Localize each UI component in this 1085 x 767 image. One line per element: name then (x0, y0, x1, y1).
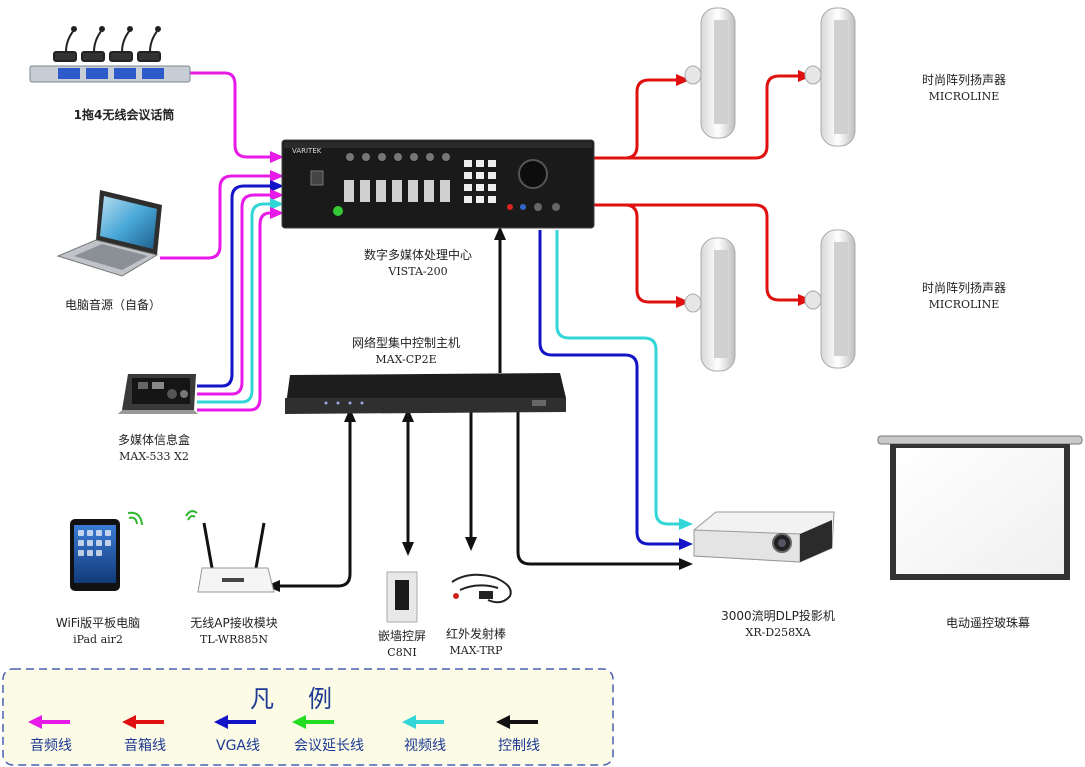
legend-label-control: 控制线 (498, 738, 540, 754)
label-ipad-name: WiFi版平板电脑 (55, 616, 141, 630)
legend-arrow-audio (28, 715, 42, 729)
mic-audio-line (190, 71, 272, 159)
wall-panel-icon (386, 571, 418, 623)
label-speakers-bottom-name: 时尚阵列扬声器 (921, 281, 1006, 295)
speaker-bottom-left (684, 237, 736, 372)
projection-screen (877, 435, 1083, 580)
arrow-infobox-vga (270, 180, 284, 192)
processor-video-to-projector (555, 230, 681, 526)
wireless-mic-system (29, 26, 191, 83)
label-ir-name: 红外发射棒 (445, 627, 506, 641)
mic-receiver-panel-3 (114, 68, 136, 79)
arrow-infobox-video (270, 198, 284, 210)
label-speakers-top-model: MICROLINE (928, 90, 1000, 103)
wifi-signal-icon (127, 510, 198, 526)
processor-brand: VARITEK (292, 147, 322, 155)
speaker-top-left (684, 7, 736, 139)
label-projector-model: XR-D258XA (745, 626, 811, 639)
arrow-controller-from-router (344, 408, 356, 422)
label-mic-name: 1拖4无线会议话筒 (73, 108, 175, 122)
label-controller-name: 网络型集中控制主机 (351, 336, 460, 350)
label-router-name: 无线AP接收模块 (190, 616, 278, 630)
legend-arrow-speaker (122, 715, 136, 729)
label-ir-model: MAX-TRP (449, 644, 503, 657)
processor-main-knob (518, 159, 548, 189)
processor-buttons (464, 160, 496, 203)
speaker-line-bot-1 (594, 203, 678, 304)
infobox-vga-line (197, 184, 272, 388)
label-panel-name: 嵌墙控屏 (377, 629, 426, 643)
mic-receiver-panel-4 (142, 68, 164, 79)
legend-arrow-control (496, 715, 510, 729)
legend-arrow-vga (214, 715, 228, 729)
label-laptop-name: 电脑音源（自备） (64, 298, 161, 312)
legend-title: 凡例 (250, 685, 366, 713)
processor-vga-to-projector (538, 230, 681, 546)
label-infobox-model: MAX-533 X2 (119, 450, 189, 463)
processor-knobs (346, 153, 450, 161)
connections (160, 71, 800, 588)
speaker-top-right (804, 7, 856, 147)
arrow-processor-control (494, 226, 506, 240)
ir-emitter-icon (451, 573, 512, 604)
infobox-icon (118, 374, 198, 414)
arrow-controller-from-panel (402, 408, 414, 422)
label-infobox-name: 多媒体信息盒 (117, 433, 190, 447)
arrow-speaker-bot-1 (676, 296, 690, 308)
legend-label-video: 视频线 (404, 738, 446, 754)
infobox-audio-line (197, 193, 272, 396)
arrow-infobox-audio (270, 189, 284, 201)
arrow-speaker-top-1 (676, 74, 690, 86)
arrow-infobox-audio-2 (270, 207, 284, 219)
arrow-ir (465, 537, 477, 551)
arrow-laptop-audio (270, 170, 284, 182)
laptop-icon (56, 190, 162, 277)
mic-receiver-body (29, 65, 191, 83)
legend-label-audio: 音频线 (30, 738, 72, 754)
legend-label-conference: 会议延长线 (294, 738, 364, 754)
router-icon (197, 522, 275, 593)
label-router-model: TL-WR885N (200, 633, 268, 646)
processor-faders (344, 180, 450, 202)
arrow-panel (402, 542, 414, 556)
speaker-line-top-1 (594, 78, 678, 160)
processor-unit: VARITEK (281, 139, 595, 229)
legend-arrow-video (402, 715, 416, 729)
label-screen-name: 电动遥控玻珠幕 (945, 616, 1030, 630)
label-speakers-top-name: 时尚阵列扬声器 (921, 73, 1006, 87)
label-speakers-bottom-model: MICROLINE (928, 298, 1000, 311)
arrow-mic-audio (270, 151, 284, 163)
label-ipad-model: iPad air2 (73, 633, 123, 646)
laptop-audio-line (160, 174, 272, 260)
label-processor-name: 数字多媒体处理中心 (363, 248, 472, 262)
speaker-line-top-2 (594, 74, 800, 160)
mic-receiver-panel-2 (86, 68, 108, 79)
arrow-projector-video (679, 518, 693, 530)
label-processor-model: VISTA-200 (388, 265, 448, 278)
legend-box (2, 668, 614, 766)
label-controller-model: MAX-CP2E (375, 353, 437, 366)
controller-to-router-line (278, 418, 352, 588)
label-panel-model: C8NI (387, 646, 417, 659)
controller-to-projector-line (516, 412, 681, 566)
ipad-icon (70, 519, 120, 591)
arrow-projector-vga (679, 538, 693, 550)
projector-unit (693, 511, 835, 563)
infobox-video-line (197, 202, 272, 404)
infobox-audio-line-2 (197, 211, 272, 412)
speaker-line-bot-2 (594, 203, 800, 302)
arrow-projector-control (679, 558, 693, 570)
legend-label-vga: VGA线 (216, 738, 261, 754)
legend-arrows (28, 715, 538, 729)
mic-receiver-panel-1 (58, 68, 80, 79)
mic-units (53, 29, 161, 62)
legend-label-speaker: 音箱线 (124, 738, 166, 754)
controller-unit (285, 373, 566, 414)
speaker-bottom-right (804, 229, 856, 369)
label-projector-name: 3000流明DLP投影机 (721, 609, 835, 623)
legend-arrow-conference (292, 715, 306, 729)
